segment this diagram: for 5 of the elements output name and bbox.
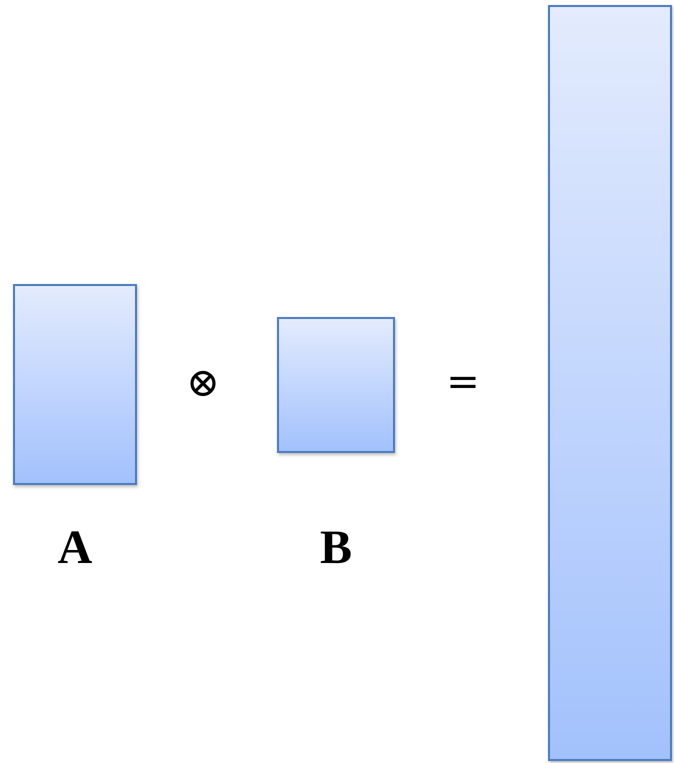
operator-symbol: = bbox=[445, 362, 481, 402]
matrix-label: A bbox=[56, 524, 94, 572]
matrix-block bbox=[548, 5, 672, 761]
matrix-label: B bbox=[318, 524, 353, 572]
operator-symbol: ⊗ bbox=[185, 363, 221, 403]
